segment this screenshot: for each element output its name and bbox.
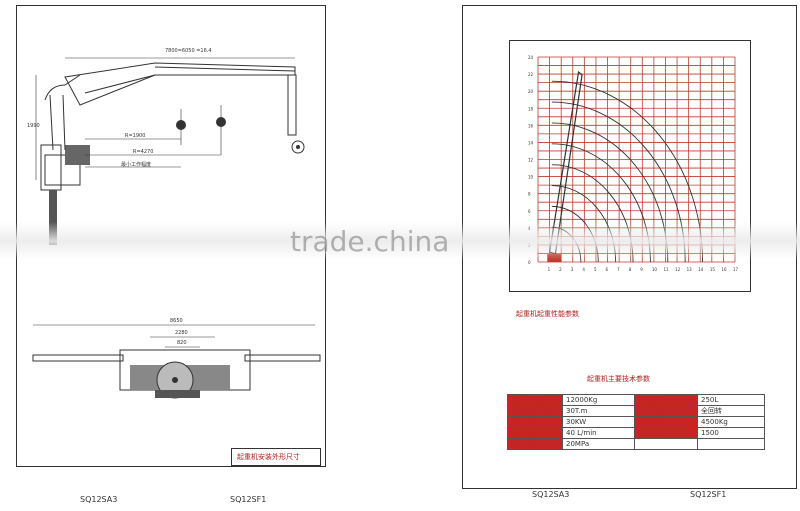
- spec-cell-value2: 全回转: [697, 405, 765, 417]
- right-footer-right: SQ12SF1: [690, 490, 727, 499]
- right-footer-left: SQ12SA3: [532, 490, 570, 499]
- plan-dim-2: 820: [177, 340, 187, 346]
- spec-cell-label2: 回转角度: [634, 405, 698, 417]
- spec-cell-label: 最大起重力矩: [507, 405, 563, 417]
- spec-cell-value2: 4500Kg: [697, 416, 765, 428]
- left-footer-left: SQ12SA3: [80, 495, 118, 504]
- drawing-label: 起重机安装外形尺寸: [237, 453, 300, 461]
- spec-cell-value2: [697, 438, 765, 450]
- left-footer-right: SQ12SF1: [230, 495, 267, 504]
- watermark: trade.china: [290, 225, 450, 258]
- dim-top-label: 7800=6050 =16.4: [165, 48, 212, 54]
- crane-plan-view: [32, 324, 321, 399]
- plan-dim-total: 8650: [170, 318, 183, 324]
- spec-cell-label2: [634, 438, 698, 450]
- spec-table-title: 起重机主要技术参数: [587, 375, 650, 383]
- spec-cell-value: 40 L/min: [562, 427, 635, 439]
- spec-cell-value2: 1500: [697, 427, 765, 439]
- spec-cell-value: 30KW: [562, 416, 635, 428]
- plan-dim-1: 2280: [175, 330, 188, 336]
- spec-cell-label2: 油箱容量: [634, 394, 698, 406]
- dim-radius-2: R=4270: [133, 149, 154, 155]
- chart-caption: 起重机起重性能参数: [516, 310, 579, 318]
- drawing-label-box: [231, 448, 321, 466]
- spec-cell-label: 最大起重量: [507, 394, 563, 406]
- spec-cell-label: 额定工作压力: [507, 438, 563, 450]
- spec-cell-value: 12000Kg: [562, 394, 635, 406]
- dim-radius-3: 最小工作幅度: [121, 162, 152, 168]
- chart-frame: [509, 40, 751, 292]
- crane-side-elevation: [35, 57, 305, 245]
- dim-side-label: 1990: [27, 123, 40, 129]
- spec-cell-value: 20MPa: [562, 438, 635, 450]
- spec-cell-label: 额定功率: [507, 416, 563, 428]
- spec-cell-value: 30T.m: [562, 405, 635, 417]
- spec-cell-value2: 250L: [697, 394, 765, 406]
- dim-radius-1: R=1900: [125, 133, 146, 139]
- spec-cell-label: 额定流量: [507, 427, 563, 439]
- spec-cell-label2: 整机质量: [634, 416, 698, 428]
- watermark-band: [0, 222, 800, 260]
- spec-cell-label2: 安装空间: [634, 427, 698, 439]
